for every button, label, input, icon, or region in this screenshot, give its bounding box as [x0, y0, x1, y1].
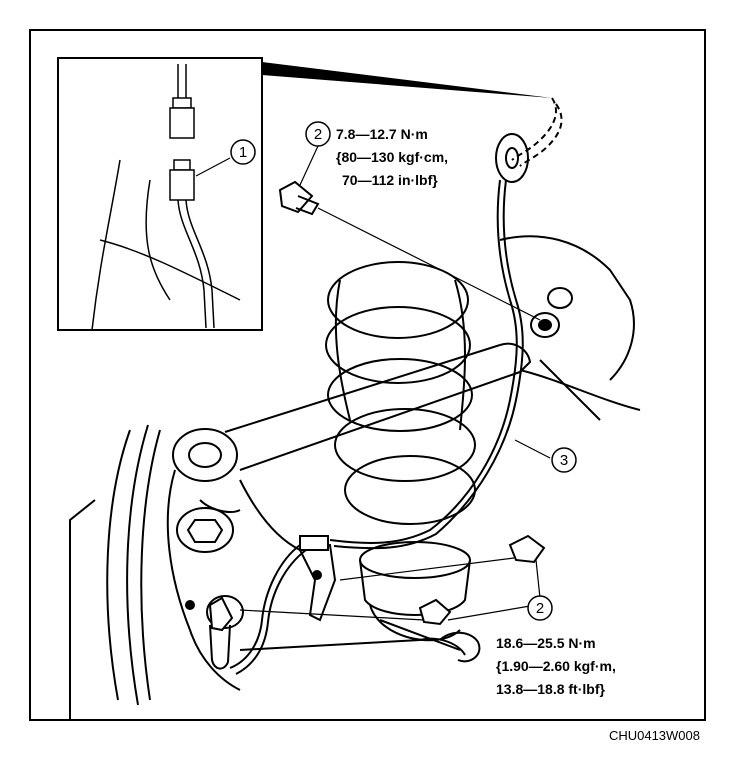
lower-bolts [239, 534, 546, 626]
inset-leader-curve [511, 97, 557, 161]
outer-frame [29, 29, 706, 721]
torque-spec-upper: 7.8—12.7 N·m {80—130 kgf·cm, 70—112 in·l… [336, 126, 448, 188]
callout-3-label: 3 [560, 452, 568, 469]
callout-2-lower: 2 [527, 595, 553, 621]
torque-lower-line1: 18.6—25.5 N·m [496, 635, 596, 651]
torque-lower-line3: 13.8—18.8 ft·lbf} [496, 681, 605, 697]
inset-content [91, 64, 241, 331]
connector-inset [57, 57, 263, 331]
callout-3: 3 [514, 439, 577, 473]
callout-1: 1 [195, 139, 256, 177]
upper-bolt [278, 180, 573, 338]
callout-2-lower-label: 2 [536, 600, 544, 617]
torque-upper-line3: 70—112 in·lbf} [342, 172, 438, 188]
callout-1-label: 1 [239, 144, 247, 161]
torque-spec-lower: 18.6—25.5 N·m {1.90—2.60 kgf·m, 13.8—18.… [496, 635, 616, 697]
torque-upper-line2: {80—130 kgf·cm, [336, 149, 448, 165]
torque-upper-line1: 7.8—12.7 N·m [336, 126, 428, 142]
callout-2-upper-label: 2 [314, 126, 322, 143]
torque-lower-line2: {1.90—2.60 kgf·m, [496, 658, 616, 674]
callout-2-upper: 2 [299, 121, 331, 186]
inset-leader [262, 62, 552, 98]
figure-code: CHU0413W008 [609, 728, 700, 743]
sensor-harness [208, 133, 529, 675]
